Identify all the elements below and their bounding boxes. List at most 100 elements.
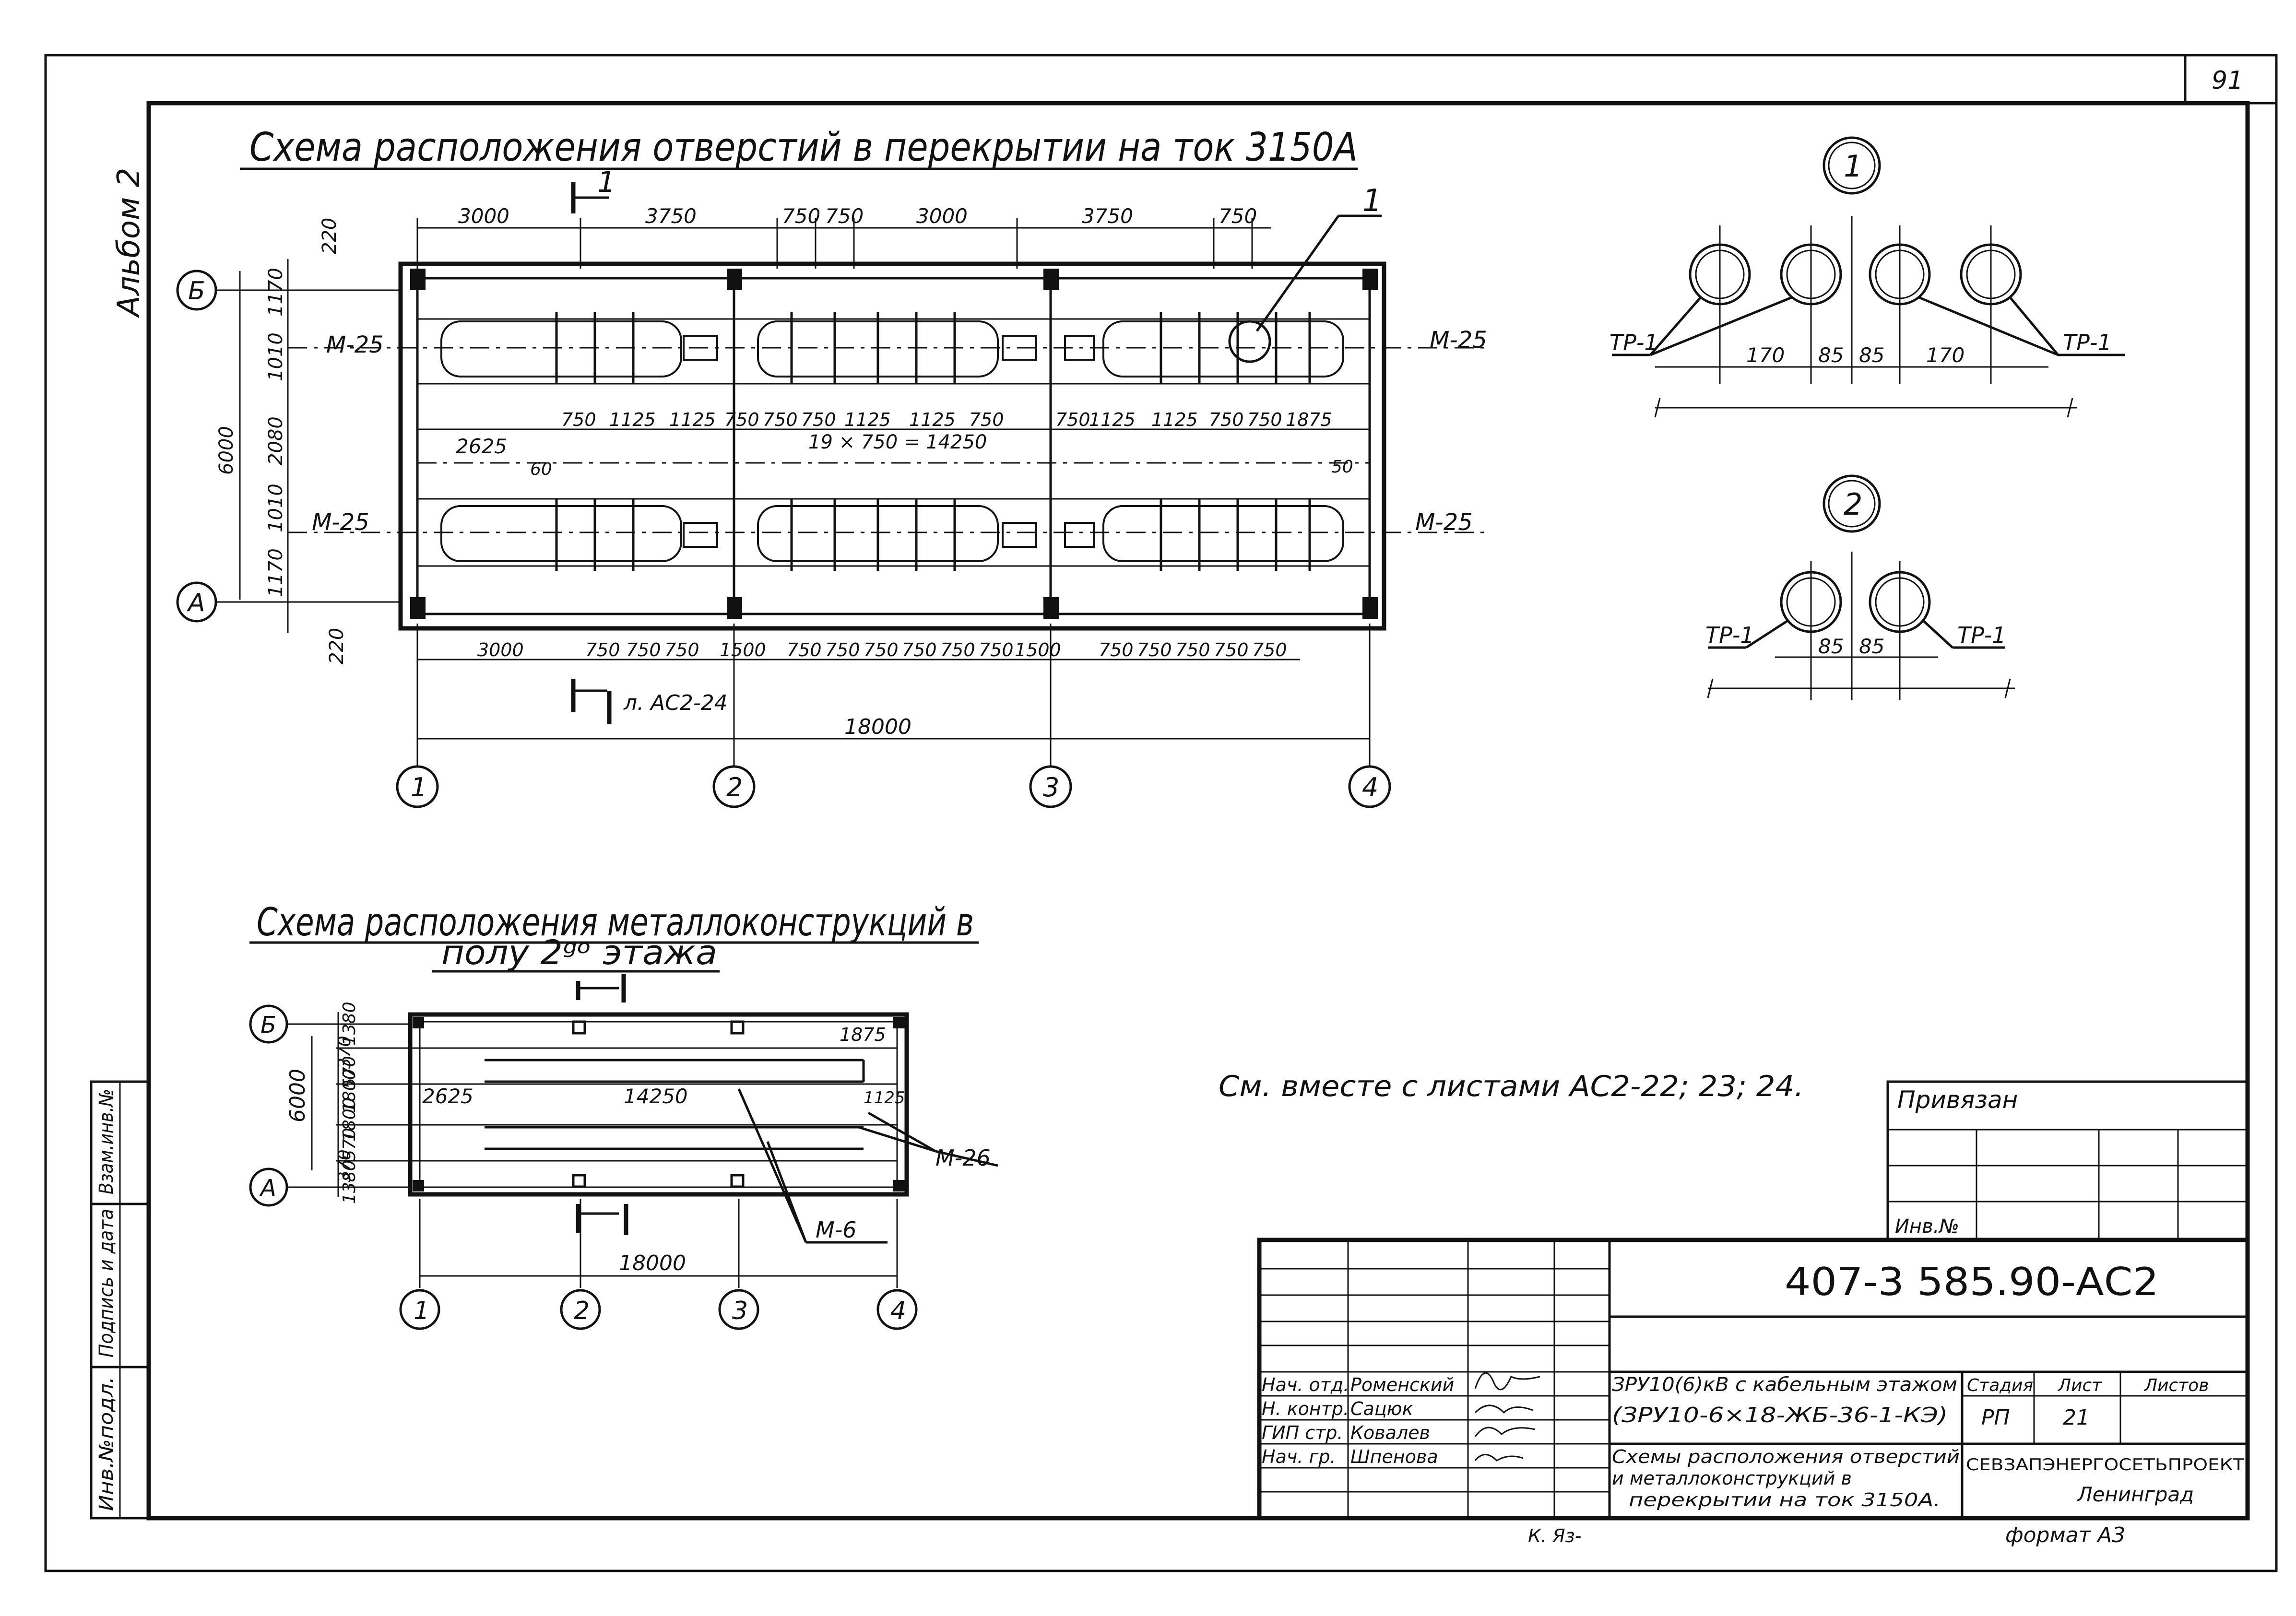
plan1-leftdim-5: 1010 [265, 484, 287, 532]
plan1-topdim-1: 3000 [458, 204, 509, 228]
signatures [1474, 1372, 1540, 1462]
svg-text:Н. контр.: Н. контр. [1262, 1398, 1349, 1419]
bottom-chain-dims: 3000 750 750 750 1500 750 750 750 750 75… [477, 639, 1287, 661]
plan1-leftdim-6: 1170 [265, 548, 287, 597]
svg-text:Нач. отд.: Нач. отд. [1262, 1374, 1349, 1395]
svg-text:570: 570 [340, 1056, 359, 1089]
sheet-title-3: перекрытии на ток 3150А. [1629, 1489, 1941, 1510]
m25-upper-left: М-25 [326, 331, 384, 358]
sheet-value: 21 [2063, 1405, 2090, 1430]
svg-text:750: 750 [1137, 639, 1172, 661]
plan1-overall-horizontal: 18000 [844, 715, 911, 739]
plan1-leftdim-7: 220 [326, 628, 348, 664]
svg-text:750: 750 [1209, 409, 1244, 430]
plan1-axis-rows: Б А [176, 270, 401, 623]
svg-text:1125: 1125 [909, 409, 956, 430]
plan1-title: Схема расположения отверстий в перекрыти… [249, 125, 1358, 170]
svg-text:750: 750 [561, 409, 596, 430]
doc-code: 407-3 585.90-АС2 [1785, 1260, 2159, 1304]
plan-metalwork: Схема расположения металлоконструкций в … [249, 900, 998, 1330]
plan2-overall-vertical: 6000 [285, 1069, 310, 1122]
object-line-1: ЗРУ10(6)кВ с кабельным этажом [1612, 1374, 1957, 1396]
svg-text:750: 750 [825, 639, 860, 661]
detail2-dim-1: 85 [1818, 635, 1844, 658]
svg-text:1800: 1800 [340, 1069, 359, 1113]
sheet-header: Лист [2057, 1376, 2102, 1395]
plan1-topdim-3: 750 [782, 204, 820, 228]
inv-label: Инв.№ [1895, 1215, 1959, 1238]
svg-text:1500: 1500 [720, 639, 766, 661]
plan-openings: Схема расположения отверстий в перекрыти… [176, 125, 1487, 808]
sheets-header: Листов [2143, 1376, 2209, 1395]
detail1-number: 1 [1844, 149, 1862, 184]
lower-openings [440, 499, 1344, 571]
detail-1: 1 ТР-1 ТР-1 170 85 85 170 [1610, 136, 2125, 418]
svg-text:1875: 1875 [1286, 409, 1332, 430]
detail2-number: 2 [1844, 487, 1862, 522]
signature-rows: Нач. отд. Роменский Н. контр. Сацюк ГИП … [1262, 1374, 1454, 1467]
svg-text:1380: 1380 [340, 1160, 359, 1204]
svg-text:4: 4 [1362, 772, 1378, 802]
plan1-section-top: 1 [571, 165, 615, 213]
svg-text:370: 370 [335, 1149, 355, 1182]
plan2-section-top [576, 974, 626, 1003]
plan1-topdim-4: 750 [825, 204, 864, 228]
section-ref: л. АС2-24 [623, 691, 728, 715]
callout-label: 1 [1362, 183, 1382, 219]
upper-openings [440, 312, 1344, 384]
svg-text:570: 570 [340, 1128, 359, 1161]
svg-text:1500: 1500 [1015, 639, 1061, 661]
svg-text:750: 750 [902, 639, 937, 661]
svg-text:Сацюк: Сацюк [1350, 1398, 1413, 1419]
svg-text:750: 750 [1214, 639, 1249, 661]
svg-text:1125: 1125 [669, 409, 716, 430]
mark-m6: М-6 [816, 1217, 857, 1243]
bound-block: Привязан Инв.№ [1886, 1080, 2249, 1241]
svg-text:750: 750 [787, 639, 822, 661]
svg-text:370: 370 [335, 1036, 355, 1069]
svg-text:750: 750 [801, 409, 836, 430]
bound-label: Привязан [1897, 1086, 2018, 1114]
detail1-dim-2: 85 [1818, 343, 1844, 367]
detail1-dim-4: 170 [1926, 343, 1965, 367]
columns [410, 269, 1378, 619]
object-line-2: (ЗРУ10-6×18-ЖБ-36-1-КЭ) [1612, 1403, 1948, 1427]
detail-2: 2 ТР-1 ТР-1 85 85 [1705, 474, 2015, 700]
svg-text:750: 750 [626, 639, 661, 661]
plan1-topdim-2: 3750 [645, 204, 697, 228]
plan2-axis-4: 4 [890, 1297, 906, 1325]
stage-header: Стадия [1967, 1376, 2033, 1395]
svg-text:750: 750 [864, 639, 899, 661]
svg-text:Ковалев: Ковалев [1350, 1422, 1430, 1443]
plan1-topdim-5: 3000 [916, 204, 968, 228]
svg-text:Подпись и дата: Подпись и дата [95, 1209, 118, 1357]
plan1-leftdim-1: 220 [319, 218, 341, 254]
plan2-axis-1: 1 [414, 1297, 429, 1325]
svg-text:750: 750 [1252, 639, 1287, 661]
svg-text:Б: Б [188, 277, 205, 306]
detail1-dim-1: 170 [1746, 343, 1785, 367]
svg-text:Взам.инв.№: Взам.инв.№ [95, 1089, 118, 1194]
plan2-dim-1125: 1125 [864, 1088, 905, 1108]
detail2-dim-2: 85 [1859, 635, 1884, 658]
plan1-topdim-7: 750 [1219, 204, 1257, 228]
plan2-overall-horizontal: 18000 [619, 1251, 686, 1275]
plan1-topdim-6: 3750 [1082, 204, 1133, 228]
svg-text:ГИП стр.: ГИП стр. [1262, 1422, 1343, 1443]
plan2-axis-a: А [259, 1175, 276, 1202]
svg-text:1125: 1125 [1089, 409, 1136, 430]
svg-text:2: 2 [726, 772, 743, 802]
svg-text:750: 750 [979, 639, 1014, 661]
svg-text:750: 750 [1099, 639, 1134, 661]
format-label: формат А3 [2005, 1523, 2125, 1547]
mark-m26: М-26 [935, 1145, 991, 1171]
callout-circle [1228, 320, 1271, 363]
title-block: 407-3 585.90-АС2 Нач. отд. Роменский Н. … [1257, 1238, 2250, 1521]
svg-text:750: 750 [763, 409, 798, 430]
plan1-section-bottom: л. АС2-24 [571, 679, 728, 724]
sheet-number: 91 [2212, 66, 2243, 95]
detail2-tr-left: ТР-1 [1705, 622, 1754, 648]
plan1-leftdim-3: 1010 [265, 332, 287, 381]
note: См. вместе с листами АС2-22; 23; 24. [1219, 1070, 1804, 1103]
